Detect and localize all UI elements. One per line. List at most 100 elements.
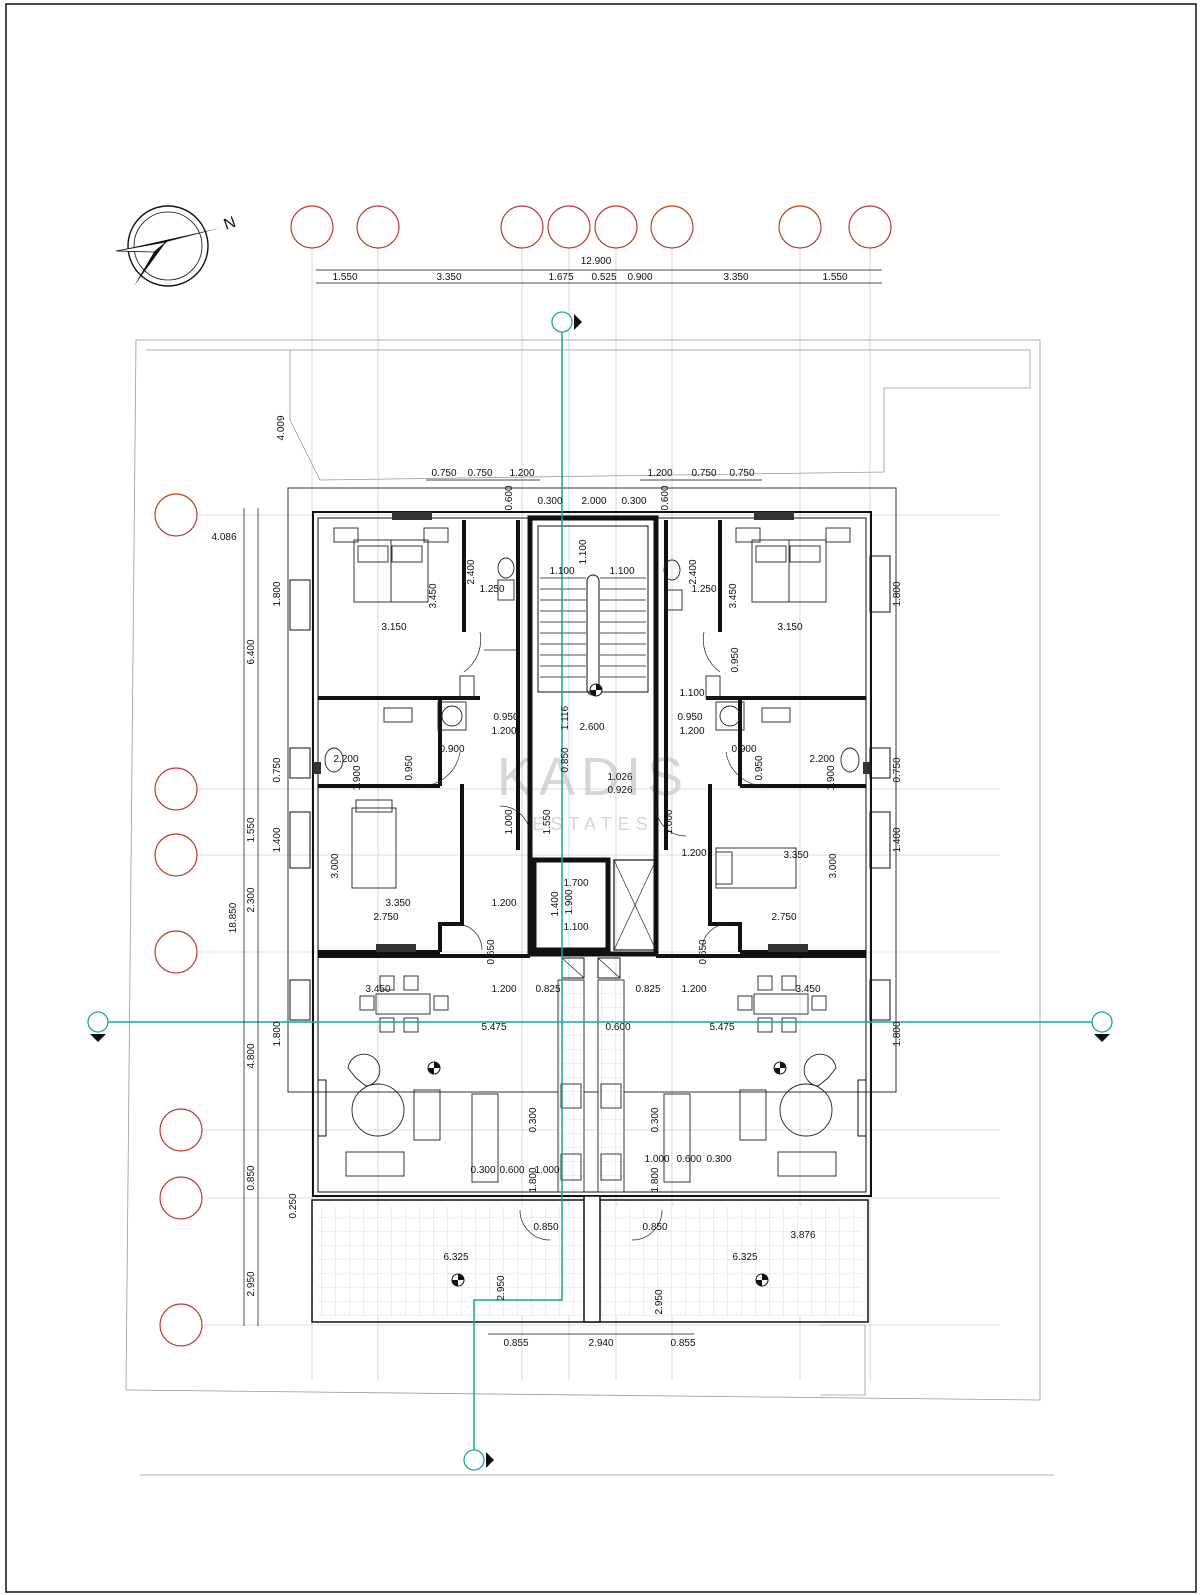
dimension-label: 0.300 — [528, 1107, 539, 1132]
grid-bubble-top — [594, 205, 638, 249]
dining-chair — [757, 1017, 773, 1033]
dimension-label: 0.950 — [754, 755, 765, 780]
dimension-label: 1.200 — [491, 726, 516, 737]
dimension-label: 2.950 — [246, 1271, 257, 1296]
grid-bubble-top — [848, 205, 892, 249]
dining-chair — [757, 975, 773, 991]
dimension-label: 6.325 — [732, 1252, 757, 1263]
dimension-label: 1.200 — [647, 468, 672, 479]
grid-bubble-left — [154, 767, 198, 811]
dimension-label: 3.350 — [783, 850, 808, 861]
dining-chair — [359, 995, 375, 1011]
grid-bubble-top — [547, 205, 591, 249]
dimension-label: 0.250 — [288, 1193, 299, 1218]
dining-chair — [811, 995, 827, 1011]
dimension-label: 1.900 — [826, 765, 837, 790]
dimension-label: 0.750 — [272, 757, 283, 782]
dimension-label: 1.800 — [650, 1167, 661, 1192]
dimension-label: 1.700 — [563, 878, 588, 889]
dimension-label: 0.850 — [560, 747, 571, 772]
grid-bubble-top — [290, 205, 334, 249]
dimension-label: 5.475 — [709, 1022, 734, 1033]
dimension-label: 1.200 — [509, 468, 534, 479]
grid-bubble-left — [154, 930, 198, 974]
dimension-label: 0.600 — [499, 1165, 524, 1176]
dimension-label: 4.800 — [246, 1043, 257, 1068]
dimension-label: 0.950 — [730, 647, 741, 672]
dimension-label: 4.009 — [276, 415, 287, 440]
dimension-label: 1.800 — [272, 1021, 283, 1046]
grid-bubble-left — [159, 1303, 203, 1347]
dimension-label: 1.000 — [664, 809, 675, 834]
dimension-label: 0.750 — [467, 468, 492, 479]
dimension-label: 0.300 — [537, 496, 562, 507]
dimension-label: 1.800 — [892, 1021, 903, 1046]
dimension-label: 1.100 — [609, 566, 634, 577]
dimension-label: 1.000 — [504, 809, 515, 834]
dimension-label: 1.100 — [679, 688, 704, 699]
dimension-label: 0.855 — [503, 1338, 528, 1349]
north-arrow-icon: N — [115, 205, 239, 287]
overall-depth: 18.850 — [228, 902, 239, 933]
dining-chair — [781, 1017, 797, 1033]
dimension-label: 3.150 — [381, 622, 406, 633]
dimension-label: 3.876 — [790, 1230, 815, 1241]
dimension-label: 1.550 — [332, 272, 357, 283]
section-markers — [87, 311, 1113, 1471]
dimension-label: 1.100 — [549, 566, 574, 577]
dimension-label: 1.100 — [563, 922, 588, 933]
dimension-label: 0.300 — [621, 496, 646, 507]
north-label: N — [222, 214, 239, 234]
dimension-label: 2.750 — [373, 912, 398, 923]
dimension-label: 0.650 — [486, 939, 497, 964]
dimension-label: 2.950 — [654, 1289, 665, 1314]
sheet-border — [5, 3, 1197, 1593]
dining-chair — [433, 995, 449, 1011]
dimension-label: 0.300 — [650, 1107, 661, 1132]
dining-chair — [403, 975, 419, 991]
dimension-label: 1.550 — [246, 817, 257, 842]
dimension-label: 2.400 — [466, 559, 477, 584]
dimension-label: 0.825 — [535, 984, 560, 995]
dimension-label: 2.400 — [688, 559, 699, 584]
dimension-label: 0.825 — [635, 984, 660, 995]
dimension-lines — [243, 269, 882, 1335]
dimension-label: 0.950 — [493, 712, 518, 723]
dimension-label: 1.900 — [352, 765, 363, 790]
dimension-label: 0.926 — [607, 785, 632, 796]
dimension-label: 0.850 — [642, 1222, 667, 1233]
dimension-label: 1.000 — [644, 1154, 669, 1165]
dimension-label: 1.400 — [272, 827, 283, 852]
grid-bubble-left — [159, 1176, 203, 1220]
watermark-brand: KADIS — [497, 747, 689, 807]
dimension-label: 0.850 — [533, 1222, 558, 1233]
dimension-label: 1.200 — [491, 984, 516, 995]
dining-chair — [781, 975, 797, 991]
dimension-label: 0.525 — [591, 272, 616, 283]
watermark-sub: ESTATES — [532, 814, 653, 834]
dimension-label: 2.950 — [496, 1275, 507, 1300]
dimension-label: 2.000 — [581, 496, 606, 507]
dimension-label: 2.750 — [771, 912, 796, 923]
dimension-label: 1.400 — [550, 891, 561, 916]
dimension-label: 2.600 — [579, 722, 604, 733]
grid-bubble-left — [159, 1108, 203, 1152]
dimension-label: 2.200 — [809, 754, 834, 765]
dimension-label: 0.650 — [698, 939, 709, 964]
dimension-label: 1.550 — [822, 272, 847, 283]
dining-chair — [379, 1017, 395, 1033]
plot-boundary — [125, 339, 1054, 1476]
dimension-label: 1.800 — [892, 581, 903, 606]
dimension-label: 0.950 — [404, 755, 415, 780]
dimension-label: 0.300 — [706, 1154, 731, 1165]
dimension-label: 0.855 — [670, 1338, 695, 1349]
dimension-label: 0.750 — [691, 468, 716, 479]
dimension-label: 3.150 — [777, 622, 802, 633]
dimension-label: 6.400 — [246, 639, 257, 664]
grid-bubble-left — [154, 493, 198, 537]
dimension-label: 1.200 — [681, 984, 706, 995]
dimension-label: 1.400 — [892, 827, 903, 852]
